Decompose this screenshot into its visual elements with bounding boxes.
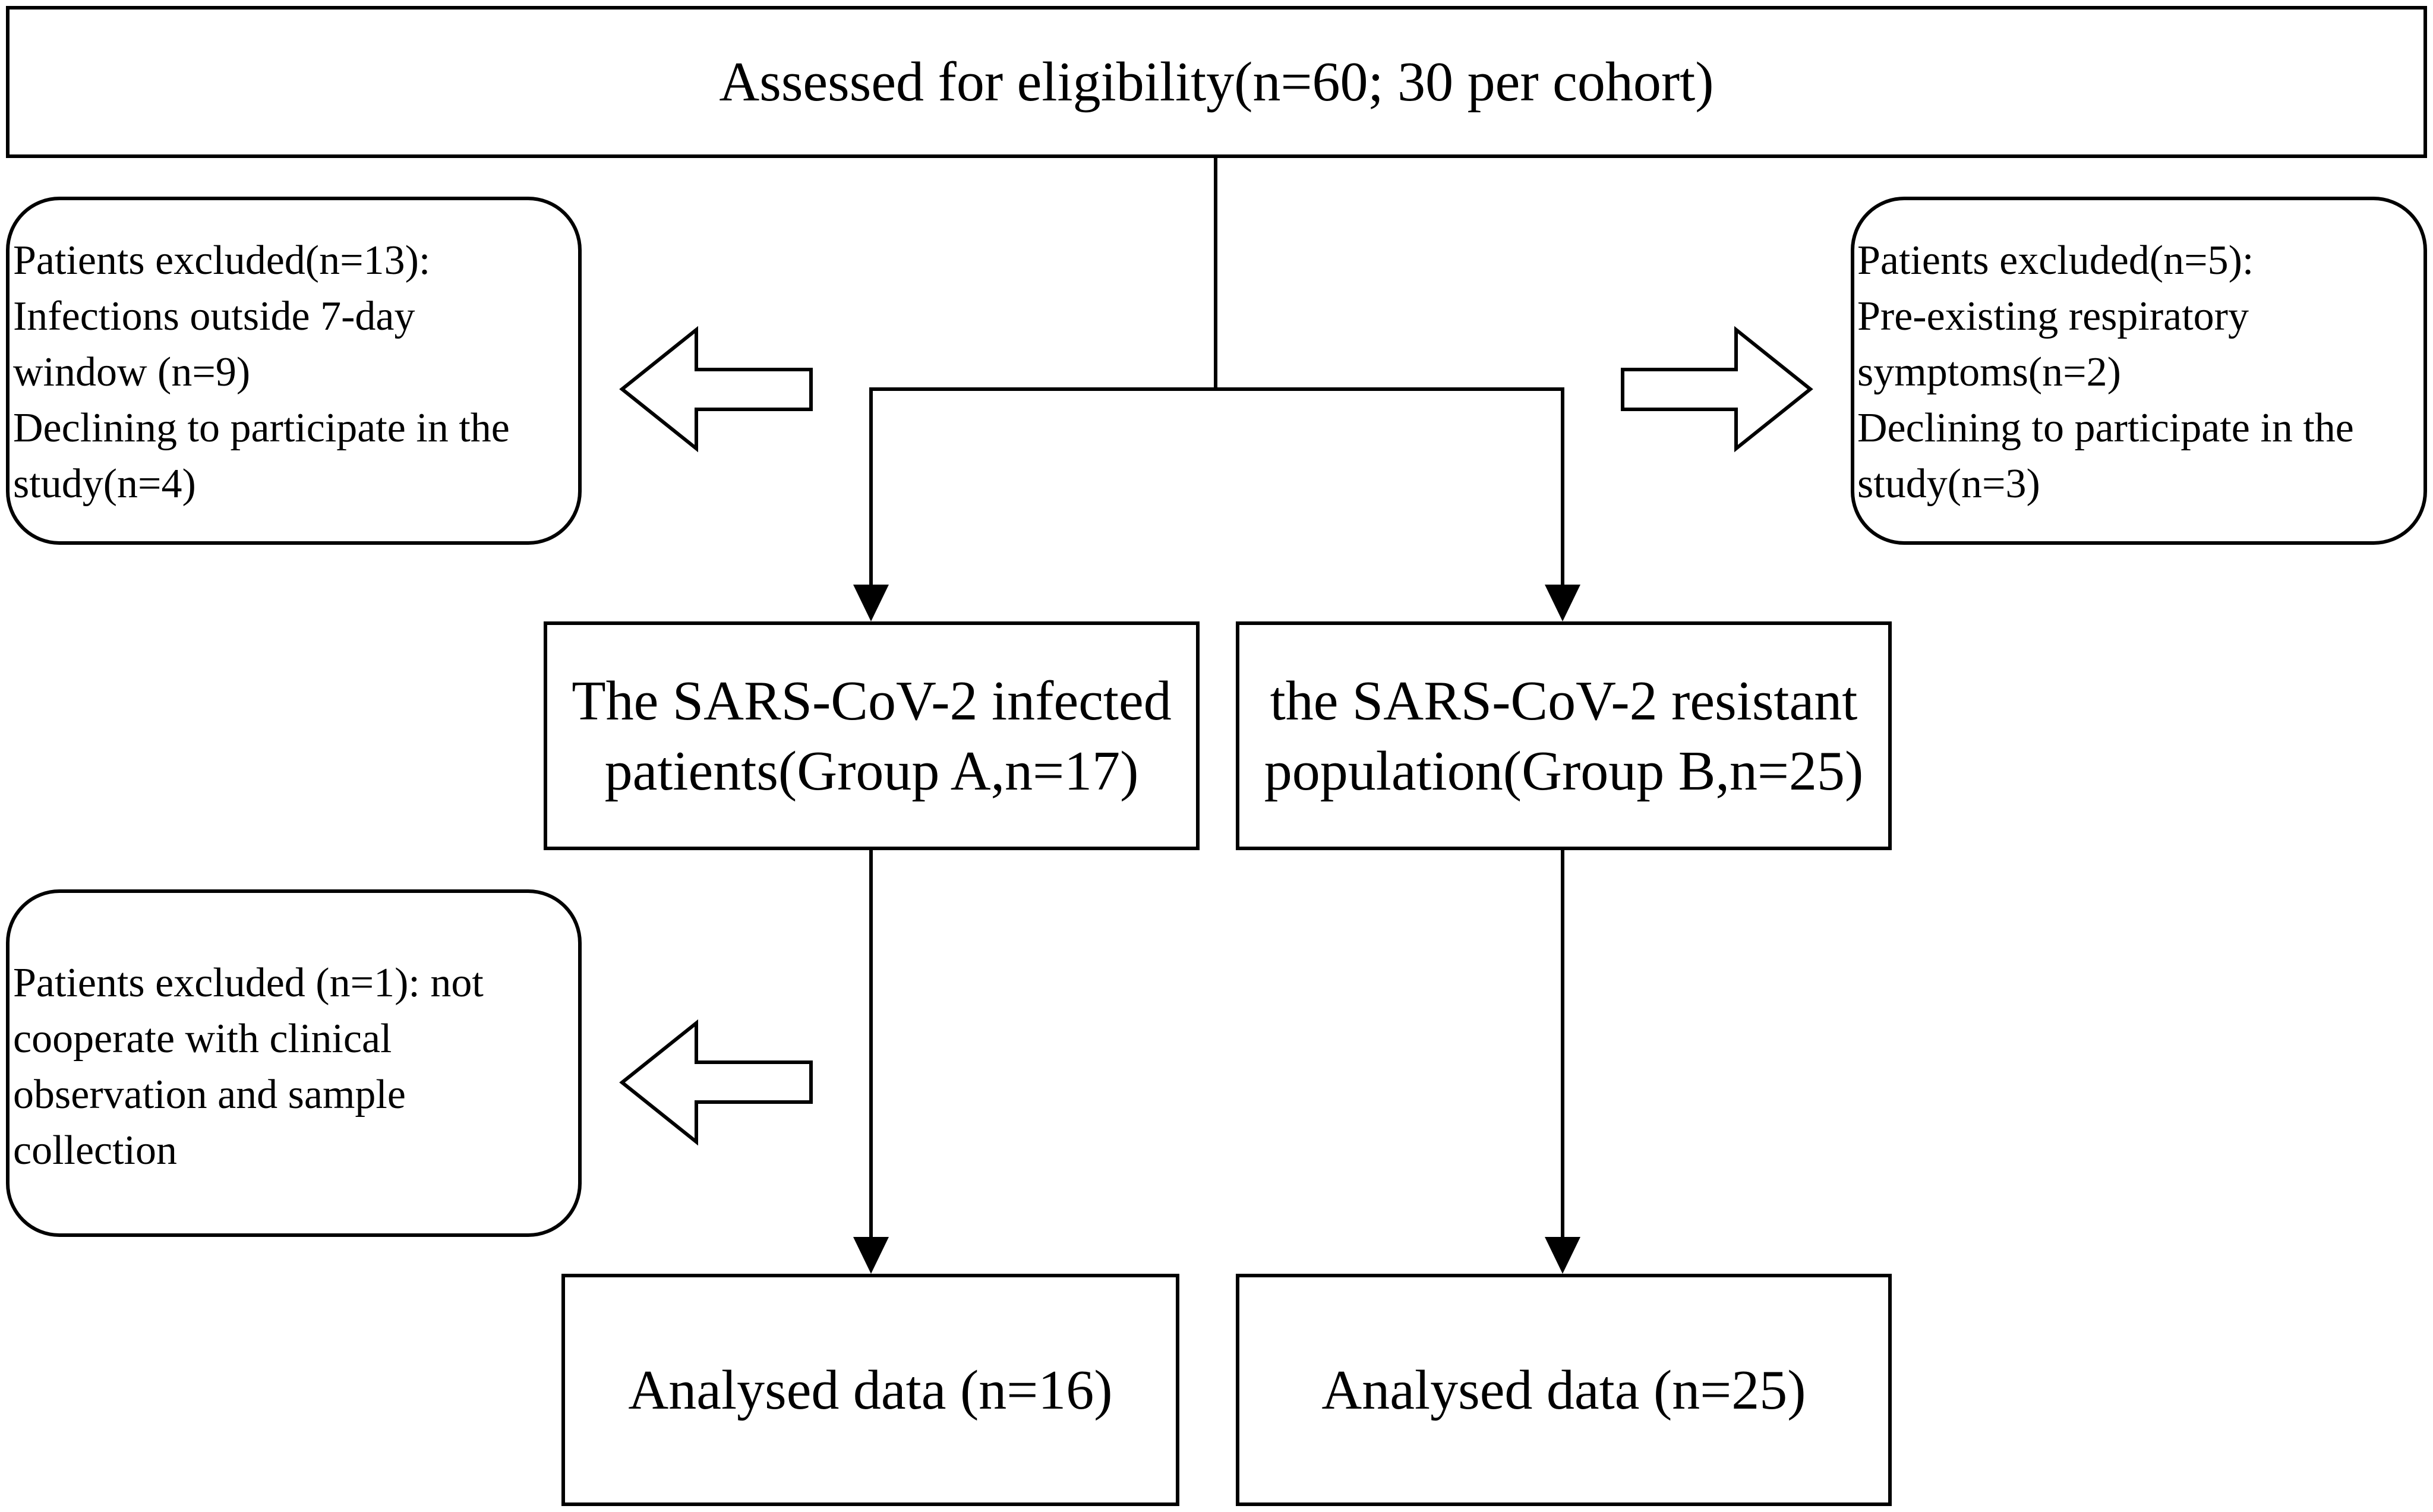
analysed-b-label: Analysed data (n=25) <box>1321 1359 1806 1421</box>
exclusion-arrow-left-top-icon <box>619 326 813 453</box>
analysed-b-box: Analysed data (n=25) <box>1236 1274 1892 1506</box>
group-b-label: the SARS-CoV-2 resistant population(Grou… <box>1264 670 1864 802</box>
arrowhead-analysed-b <box>1545 1237 1580 1274</box>
group-b-box: the SARS-CoV-2 resistant population(Grou… <box>1236 621 1892 850</box>
exclusion-text-left-bottom: Patients excluded (n=1): not cooperate w… <box>13 960 484 1173</box>
arrowhead-analysed-a <box>853 1237 889 1274</box>
exclusion-text-left-top: Patients excluded(n=13): Infections outs… <box>13 238 510 507</box>
analysed-a-box: Analysed data (n=16) <box>561 1274 1179 1506</box>
group-a-label: The SARS-CoV-2 infected patients(Group A… <box>572 670 1172 802</box>
exclusion-arrow-right-top-icon <box>1621 326 1813 453</box>
exclusion-arrow-left-bottom-icon <box>619 1019 813 1146</box>
exclusion-box-left-bottom <box>6 889 582 1237</box>
analysed-a-label: Analysed data (n=16) <box>628 1359 1113 1421</box>
eligibility-box: Assessed for eligibility(n=60; 30 per co… <box>6 6 2427 158</box>
arrowhead-group-a <box>853 585 889 621</box>
exclusion-box-left-top <box>6 197 582 545</box>
exclusion-box-right-top <box>1851 197 2427 545</box>
group-a-box: The SARS-CoV-2 infected patients(Group A… <box>544 621 1200 850</box>
exclusion-text-right-top: Patients excluded(n=5): Pre-existing res… <box>1857 238 2354 507</box>
eligibility-label: Assessed for eligibility(n=60; 30 per co… <box>719 51 1714 113</box>
arrowhead-group-b <box>1545 585 1580 621</box>
